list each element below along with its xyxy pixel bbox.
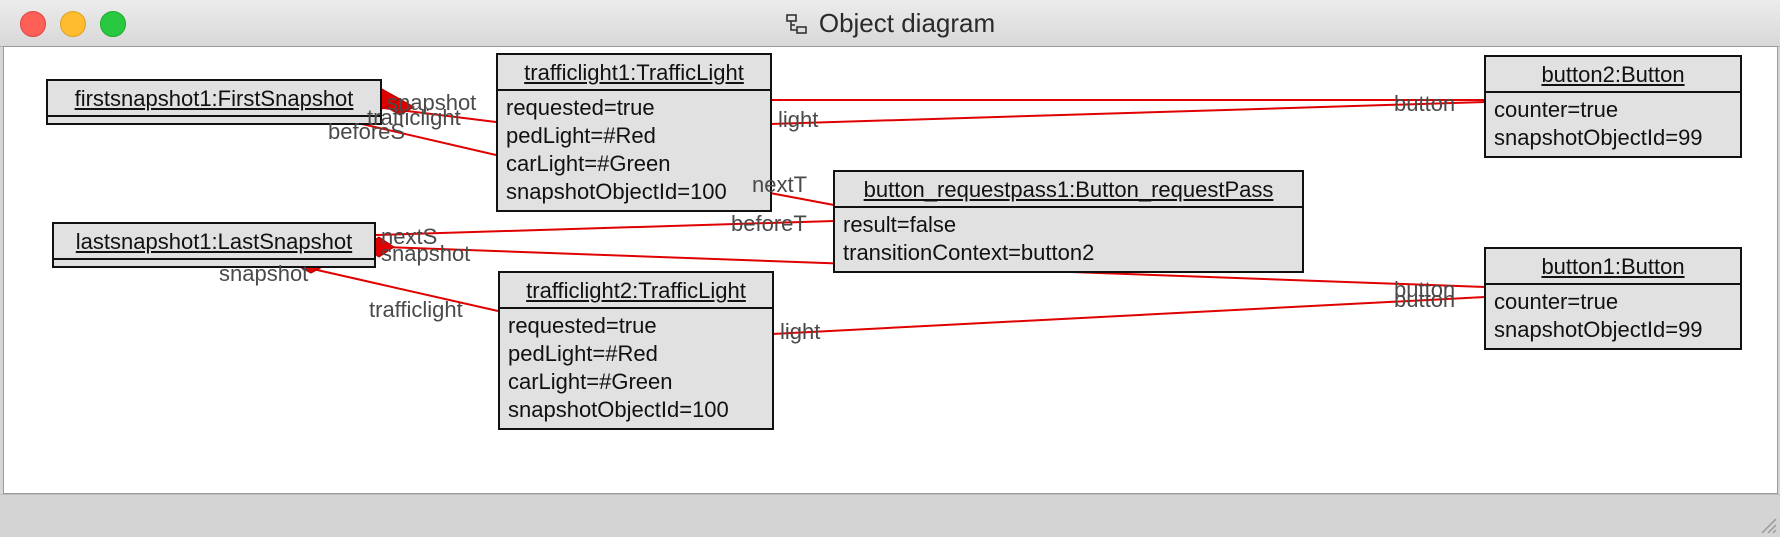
attribute: snapshotObjectId=99	[1494, 125, 1703, 150]
object-name: lastsnapshot1:LastSnapshot	[54, 224, 374, 260]
attribute: transitionContext=button2	[843, 240, 1095, 265]
object-name: trafficlight1:TrafficLight	[498, 55, 770, 91]
window-title-area: Object diagram	[0, 8, 1780, 38]
role-label-beforet: beforeT	[731, 211, 807, 236]
role-label-trafficlight: trafficlight	[367, 105, 461, 130]
link-tl2-button1	[771, 296, 1486, 335]
attribute: carLight=#Green	[508, 369, 673, 394]
title-bar[interactable]: Object diagram	[0, 0, 1780, 47]
attribute-compartment: counter=true snapshotObjectId=99	[1486, 93, 1740, 156]
minimize-icon[interactable]	[60, 11, 86, 37]
attribute-compartment: requested=true pedLight=#Red carLight=#G…	[498, 91, 770, 210]
role-label-befores: beforeS	[328, 119, 406, 144]
object-button2[interactable]: button2:Button counter=true snapshotObje…	[1484, 55, 1742, 158]
object-name: trafficlight2:TrafficLight	[500, 273, 772, 309]
attribute: snapshotObjectId=100	[508, 397, 729, 422]
link-last-requestpass	[375, 220, 835, 236]
attribute-compartment: counter=true snapshotObjectId=99	[1486, 285, 1740, 348]
attribute: snapshotObjectId=100	[506, 179, 727, 204]
role-label-light: light	[778, 107, 819, 132]
role-label-snapshot: snapshot	[381, 241, 471, 266]
object-button1[interactable]: button1:Button counter=true snapshotObje…	[1484, 247, 1742, 350]
link-tl1-button2-b	[769, 101, 1486, 125]
attribute: snapshotObjectId=99	[1494, 317, 1703, 342]
object-trafficlight1[interactable]: trafficlight1:TrafficLight requested=tru…	[496, 53, 772, 212]
attribute-compartment: result=false transitionContext=button2	[835, 208, 1302, 271]
attribute: requested=true	[506, 95, 655, 120]
link-last-trafficlight2	[303, 266, 499, 312]
role-label-button: button	[1394, 91, 1456, 116]
attribute: pedLight=#Red	[508, 341, 658, 366]
diagram-canvas[interactable]: firstsnapshot1:FirstSnapshot lastsnapsho…	[3, 46, 1778, 494]
object-name: button1:Button	[1486, 249, 1740, 285]
object-trafficlight2[interactable]: trafficlight2:TrafficLight requested=tru…	[498, 271, 774, 430]
attribute: requested=true	[508, 313, 657, 338]
link-tl1-requestpass	[769, 192, 835, 206]
composition-diamond-first-b	[384, 98, 416, 116]
role-label-nextt: nextT	[752, 172, 808, 197]
object-firstsnapshot1[interactable]: firstsnapshot1:FirstSnapshot	[46, 79, 382, 125]
status-bar	[0, 494, 1780, 537]
role-label-snapshot: snapshot	[387, 90, 477, 115]
maximize-icon[interactable]	[100, 11, 126, 37]
role-label-button: button	[1394, 287, 1456, 312]
attribute: counter=true	[1494, 97, 1619, 122]
object-name: button_requestpass1:Button_requestPass	[835, 172, 1302, 208]
attribute: result=false	[843, 212, 957, 237]
window-title: Object diagram	[818, 8, 996, 38]
attribute: pedLight=#Red	[506, 123, 656, 148]
attribute-compartment: requested=true pedLight=#Red carLight=#G…	[500, 309, 772, 428]
object-name: firstsnapshot1:FirstSnapshot	[48, 81, 380, 117]
attribute: counter=true	[1494, 289, 1619, 314]
role-label-trafficlight: trafficlight	[369, 297, 463, 322]
role-label-snapshot: snapshot	[219, 261, 309, 286]
role-label-light: light	[780, 319, 821, 344]
link-first-trafficlight1-b	[348, 120, 497, 156]
diagram-icon	[786, 14, 807, 34]
object-name: button2:Button	[1486, 57, 1740, 93]
resize-grip-icon[interactable]	[1756, 513, 1778, 535]
object-button-requestpass1[interactable]: button_requestpass1:Button_requestPass r…	[833, 170, 1304, 273]
attribute: carLight=#Green	[506, 151, 671, 176]
close-icon[interactable]	[20, 11, 46, 37]
role-label-button: button	[1394, 277, 1456, 302]
object-lastsnapshot1[interactable]: lastsnapshot1:LastSnapshot	[52, 222, 376, 268]
role-label-nexts: nextS	[381, 224, 438, 249]
attribute-compartment	[54, 260, 374, 266]
